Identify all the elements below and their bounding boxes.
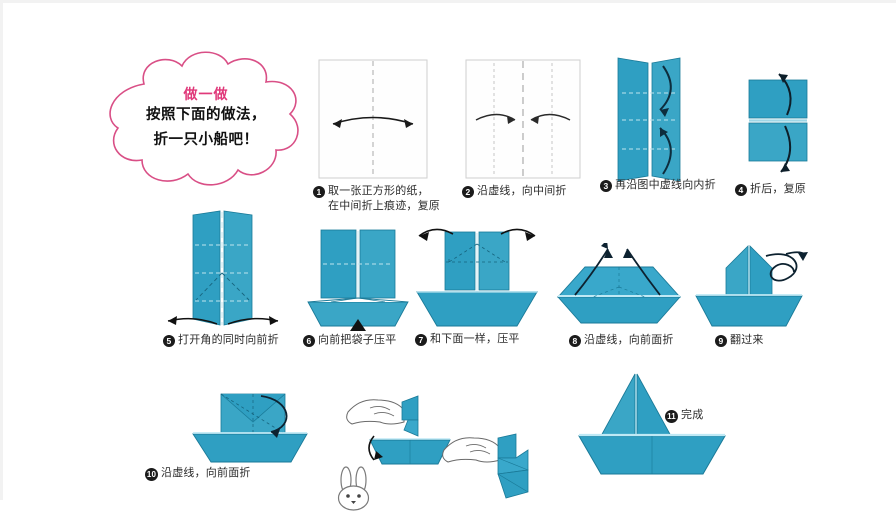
step-6-caption-line-1: 向前把袋子压平 (318, 334, 397, 346)
page-edge-top (0, 0, 896, 3)
step-1-caption-line-2: 在中间折上痕迹，复原 (328, 199, 440, 212)
step-10-figure (192, 393, 308, 463)
step-9-figure (695, 245, 808, 327)
step-7-number: 7 (415, 334, 427, 346)
step-2-number: 2 (462, 186, 474, 198)
step-6-figure (307, 229, 409, 331)
rabbit-face-icon (337, 466, 370, 511)
step-4-number: 4 (735, 184, 747, 196)
callout-line-1: 按照下面的做法， (146, 107, 266, 124)
bunny-decoration (330, 466, 378, 517)
step-10-caption-line-1: 沿虚线，向前面折 (161, 467, 251, 479)
callout-line-2: 折一只小船吧！ (153, 132, 259, 148)
step-5-number: 5 (163, 335, 175, 347)
step-7-caption-line-1: 和下面一样，压平 (430, 333, 520, 345)
step-1-caption-line-1: 取一张正方形的纸， (328, 185, 429, 197)
cloud-shape-icon (109, 51, 299, 186)
step-11-figure (578, 373, 726, 475)
step-2-caption-line-1: 沿虚线，向中间折 (477, 185, 567, 197)
hand-illustration-left (340, 390, 470, 485)
step-3-figure (617, 57, 681, 182)
step-10-number: 10 (145, 468, 158, 481)
hand-pulling-boat-right-figure (442, 433, 529, 499)
step-3-caption-line-1: 再沿图中虚线向内折 (615, 179, 716, 191)
hand-pulling-boat-left-figure (346, 395, 451, 465)
step-2-figure (465, 59, 581, 179)
step-8-figure (556, 243, 682, 324)
page-edge-left (0, 0, 3, 500)
step-11-caption-line-1: 完成 (681, 409, 704, 421)
step-4-figure (748, 73, 808, 173)
step-4-caption-line-1: 折后，复原 (750, 183, 806, 195)
hand-illustration-right (440, 430, 570, 510)
step-1-number: 1 (313, 186, 325, 198)
step-5-caption-line-1: 打开角的同时向前折 (178, 334, 279, 346)
callout-heading: 做一做 (183, 86, 229, 103)
step-6-number: 6 (303, 335, 315, 347)
step-9-number: 9 (715, 335, 727, 347)
step-7-figure (416, 228, 538, 327)
step-5-figure (167, 210, 279, 326)
step-1-figure (318, 59, 428, 179)
step-11-number: 11 (665, 410, 678, 423)
step-3-number: 3 (600, 180, 612, 192)
step-8-number: 8 (569, 335, 581, 347)
step-8-caption-line-1: 沿虚线，向前面折 (584, 334, 674, 346)
cloud-callout: 做一做 按照下面的做法， 折一只小船吧！ (86, 44, 326, 194)
step-9-caption-line-1: 翻过来 (730, 334, 764, 346)
